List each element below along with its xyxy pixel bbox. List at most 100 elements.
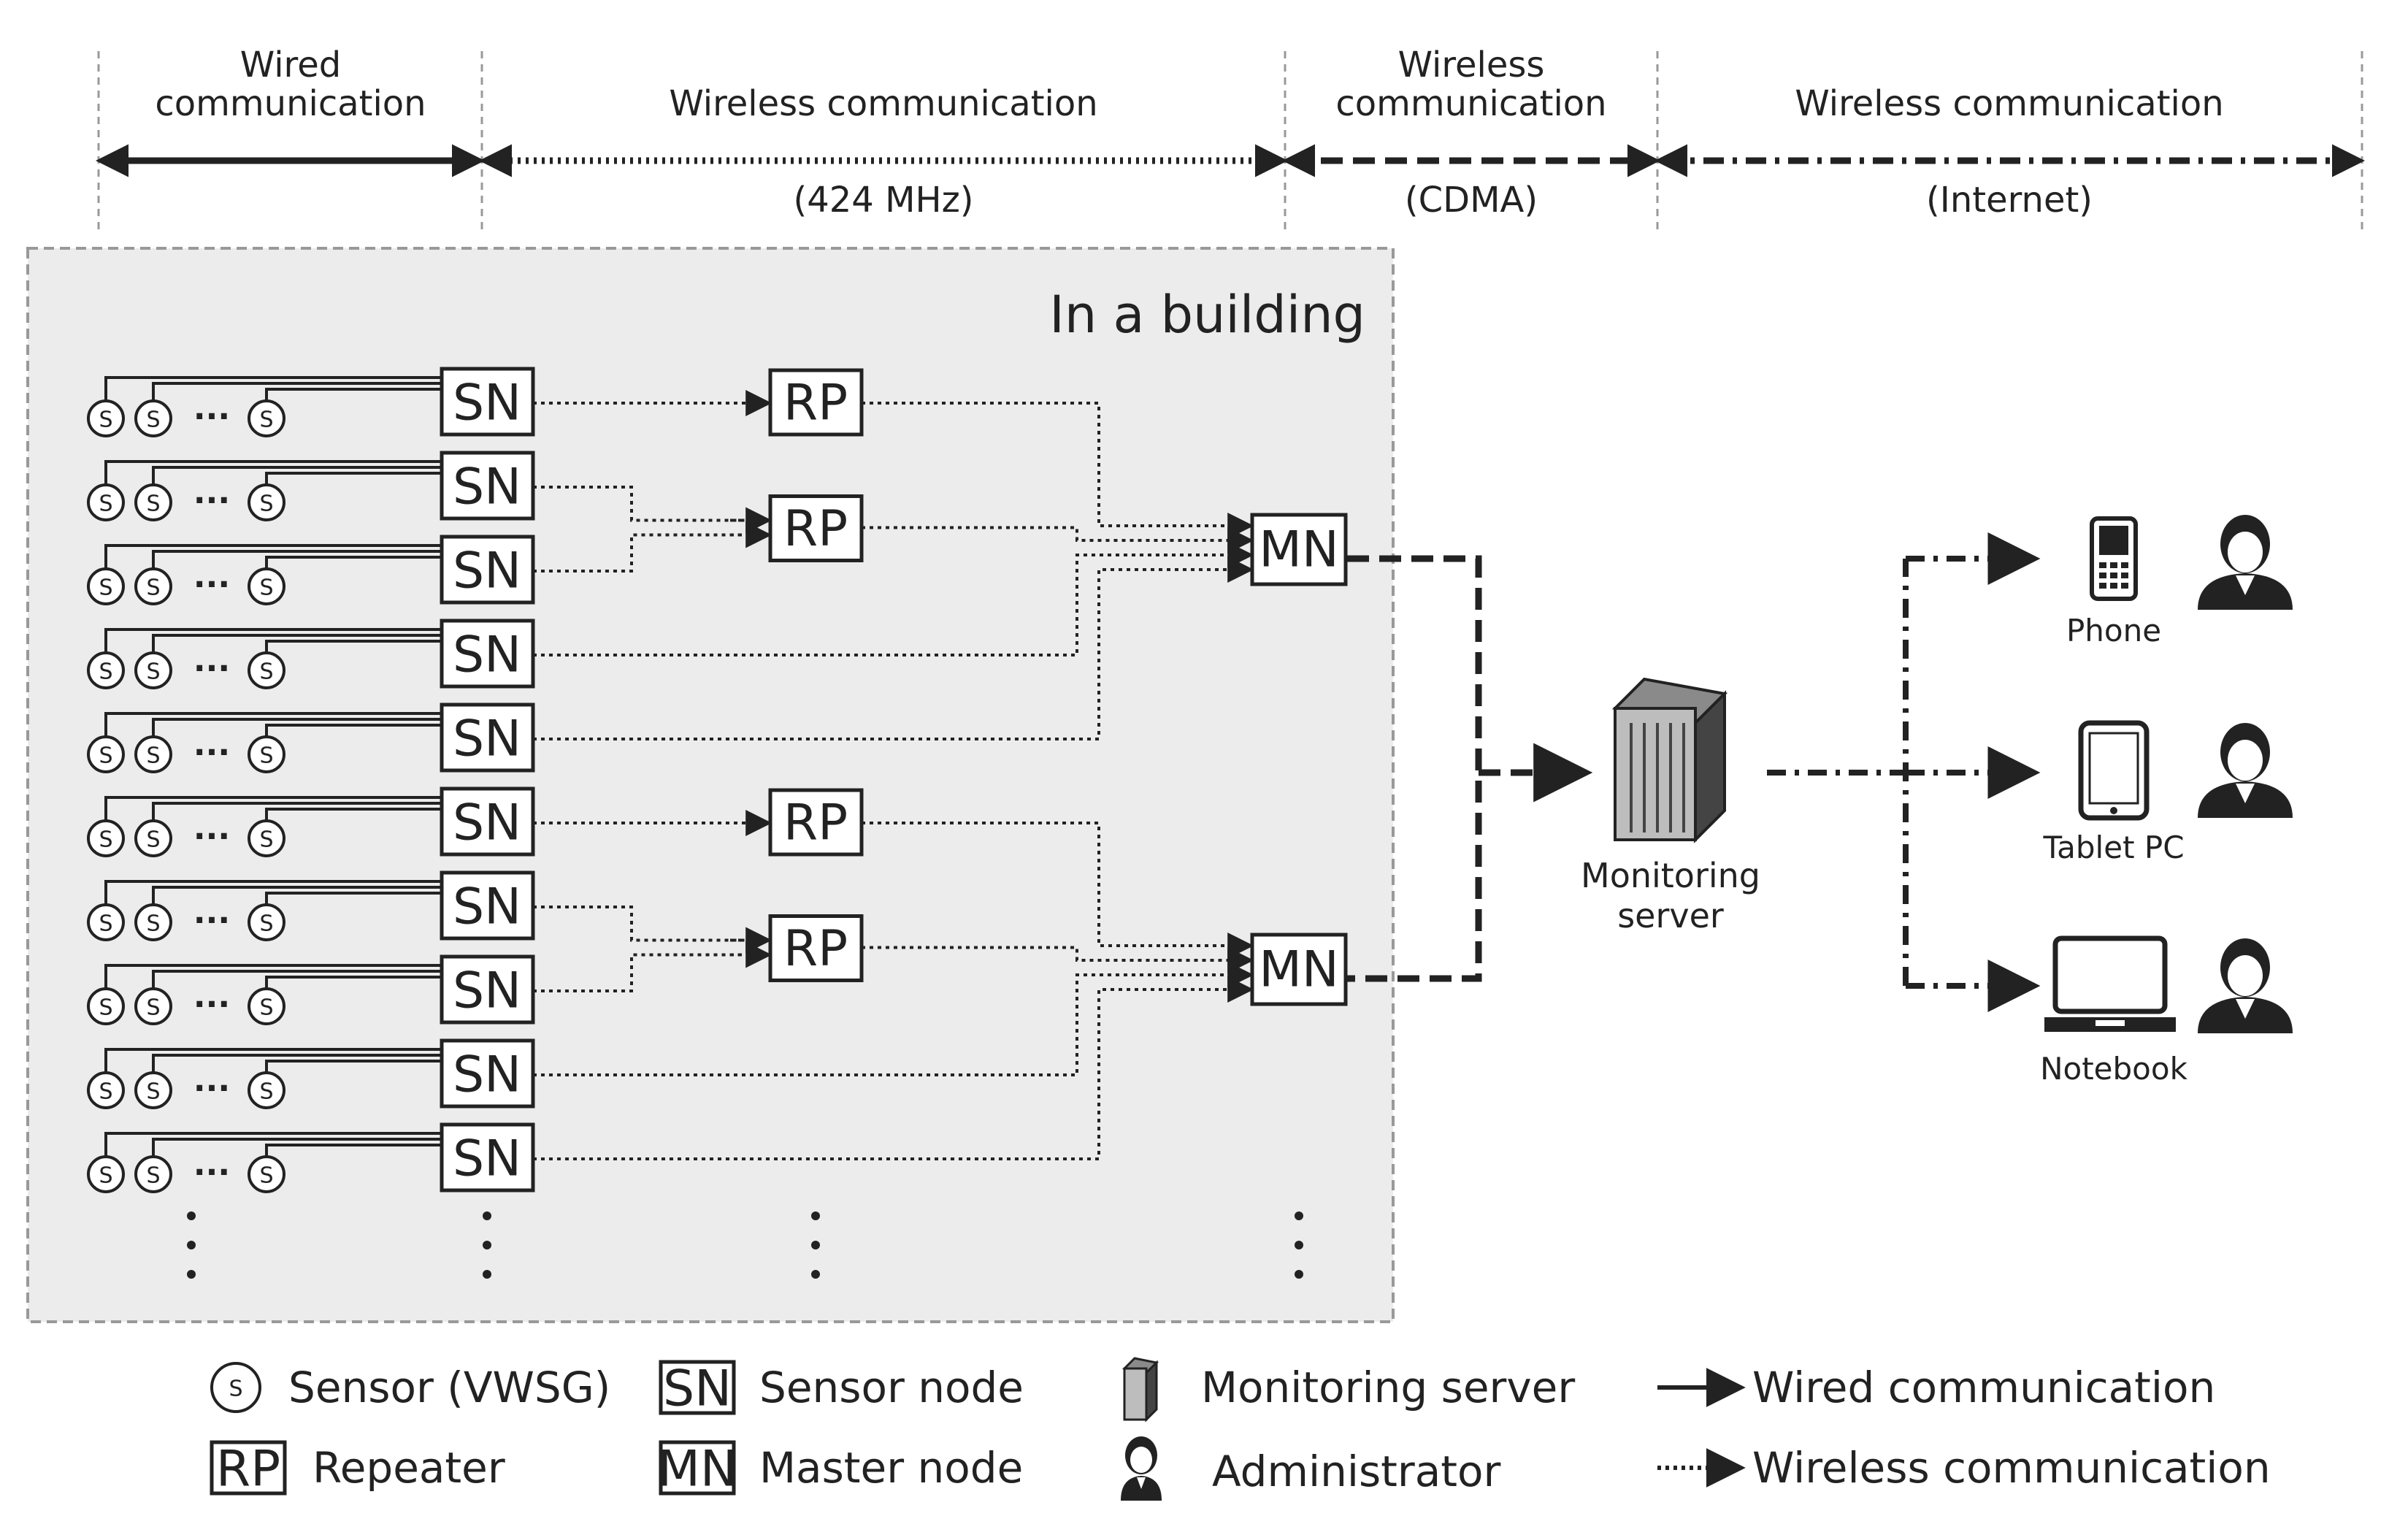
svg-text:S: S <box>99 1079 112 1105</box>
svg-text:SN: SN <box>453 375 521 432</box>
legend-repeater-label: Repeater <box>312 1443 505 1493</box>
tablet-icon <box>2078 720 2150 821</box>
sensor-ellipsis: ··· <box>193 566 230 603</box>
repeater-box: RP <box>768 368 864 437</box>
svg-text:SN: SN <box>453 459 521 516</box>
legend-sensor-icon: S <box>210 1362 261 1413</box>
legend-wired-label: Wired communication <box>1752 1363 2215 1412</box>
sensor-node-box: SN <box>440 786 535 857</box>
header-segment-2-title-1: communication <box>1335 83 1606 124</box>
svg-text:S: S <box>259 407 273 433</box>
header-segment-3-subtitle: (Internet) <box>1926 180 2093 221</box>
svg-text:S: S <box>259 1163 273 1189</box>
sensor-node-box: SN <box>440 954 535 1025</box>
svg-text:SN: SN <box>663 1360 732 1418</box>
sensor-icon: S <box>87 819 125 857</box>
sensor-icon: S <box>87 735 125 773</box>
svg-text:RP: RP <box>783 500 848 558</box>
sensor-icon: S <box>248 1071 285 1109</box>
svg-text:S: S <box>146 827 160 853</box>
sensor-icon: S <box>87 567 125 605</box>
sensor-row: S S S ··· SN <box>87 535 535 605</box>
svg-text:S: S <box>146 575 160 601</box>
svg-text:RP: RP <box>216 1441 280 1498</box>
svg-text:S: S <box>146 1163 160 1189</box>
sensor-ellipsis: ··· <box>193 398 230 435</box>
svg-text:SN: SN <box>453 711 521 768</box>
sensor-icon: S <box>134 1155 172 1193</box>
sensor-icon: S <box>248 483 285 521</box>
svg-text:S: S <box>146 911 160 937</box>
sensor-icon: S <box>248 567 285 605</box>
sensor-icon: S <box>134 987 172 1025</box>
sensor-icon: S <box>248 903 285 941</box>
sensor-node-box: SN <box>440 1122 535 1192</box>
svg-text:S: S <box>99 911 112 937</box>
sensor-node-box: SN <box>440 535 535 605</box>
svg-text:S: S <box>146 659 160 685</box>
legend-sensor-node-icon: SN <box>659 1360 736 1418</box>
master-node-box: MN <box>1250 513 1348 586</box>
legend-wireless-label: Wireless communication <box>1752 1443 2271 1493</box>
svg-text:MN: MN <box>657 1441 737 1498</box>
repeater-box: RP <box>768 494 864 562</box>
building-label: In a building <box>1049 285 1365 345</box>
sensor-icon: S <box>248 819 285 857</box>
svg-text:S: S <box>99 659 112 685</box>
svg-text:S: S <box>259 1079 273 1105</box>
legend-repeater-icon: RP <box>210 1440 287 1498</box>
sensor-node-box: SN <box>440 451 535 521</box>
sensor-icon: S <box>134 819 172 857</box>
administrator-icon <box>2198 723 2293 818</box>
notebook-icon <box>2044 935 2176 1032</box>
sensor-icon: S <box>134 483 172 521</box>
svg-text:S: S <box>146 743 160 769</box>
svg-text:S: S <box>99 575 112 601</box>
sensor-ellipsis: ··· <box>193 650 230 687</box>
legend-monitoring-server-label: Monitoring server <box>1201 1363 1575 1412</box>
building-area <box>26 247 1395 1323</box>
svg-text:SN: SN <box>453 1046 521 1104</box>
svg-text:MN: MN <box>1259 941 1339 999</box>
svg-text:S: S <box>99 491 112 517</box>
administrator-icon <box>2198 515 2293 610</box>
monitoring-server-icon <box>1611 677 1728 843</box>
sensor-icon: S <box>248 987 285 1025</box>
sensor-ellipsis: ··· <box>193 734 230 771</box>
sensor-icon: S <box>134 399 172 437</box>
svg-text:S: S <box>259 575 273 601</box>
sensor-node-box: SN <box>440 870 535 941</box>
continuation-dots <box>187 1211 1303 1279</box>
sensor-icon: S <box>134 903 172 941</box>
sensor-icon: S <box>87 651 125 689</box>
master-node-box: MN <box>1250 933 1348 1006</box>
administrator-icon <box>2198 938 2293 1033</box>
legend-sensor-node-label: Sensor node <box>759 1363 1024 1412</box>
svg-text:S: S <box>99 407 112 433</box>
svg-text:RP: RP <box>783 795 848 852</box>
svg-text:RP: RP <box>783 375 848 432</box>
sensor-node-box: SN <box>440 1038 535 1109</box>
legend-administrator-icon <box>1121 1436 1162 1501</box>
svg-text:SN: SN <box>453 962 521 1020</box>
svg-text:S: S <box>259 659 273 685</box>
sensor-icon: S <box>134 567 172 605</box>
svg-text:S: S <box>146 995 160 1021</box>
legend: S Sensor (VWSG) RP Repeater SN Sensor no… <box>210 1357 2271 1501</box>
sensor-icon: S <box>87 987 125 1025</box>
svg-text:S: S <box>259 911 273 937</box>
sensor-icon: S <box>248 399 285 437</box>
repeater-box: RP <box>768 914 864 982</box>
notebook-label: Notebook <box>2040 1051 2187 1087</box>
sensor-icon: S <box>87 399 125 437</box>
svg-text:S: S <box>259 995 273 1021</box>
sensor-node-box: SN <box>440 367 535 437</box>
sensor-ellipsis: ··· <box>193 1154 230 1191</box>
legend-administrator-label: Administrator <box>1212 1447 1501 1496</box>
svg-text:RP: RP <box>783 920 848 978</box>
